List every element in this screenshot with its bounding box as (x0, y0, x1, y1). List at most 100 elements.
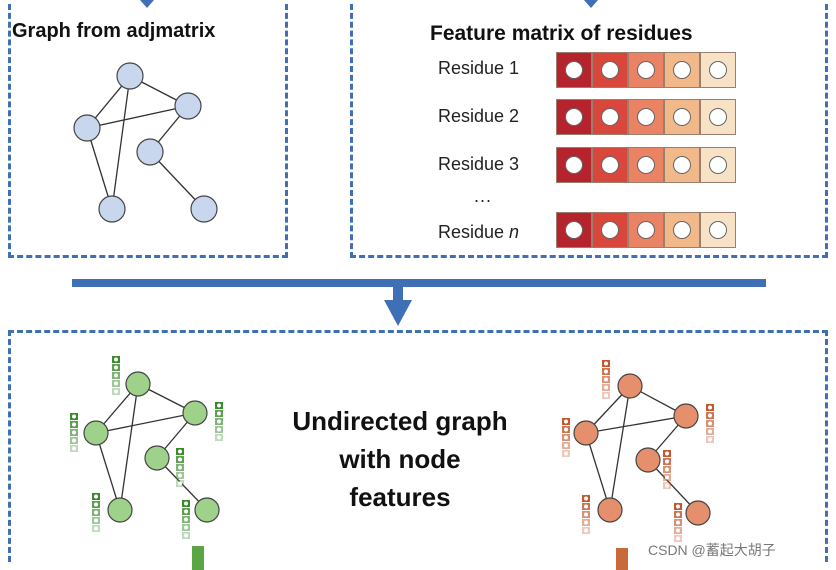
result-label-line-3: features (349, 482, 451, 512)
graph-node (635, 447, 661, 473)
feature-cell (592, 212, 628, 248)
feature-dot (565, 156, 583, 174)
feature-ladder-dot (94, 494, 98, 499)
graph-edge (111, 75, 131, 210)
feature-ladder-dot (584, 528, 588, 533)
feature-row-1 (556, 52, 736, 88)
graph-node (73, 114, 101, 142)
graph-node (573, 420, 599, 446)
feature-dot (601, 156, 619, 174)
graph-node (194, 497, 220, 523)
graph-edge (95, 412, 196, 434)
feature-dot (637, 61, 655, 79)
feature-ladder-dot (665, 467, 669, 472)
feature-ladder-dot (604, 377, 608, 382)
feature-dot (709, 61, 727, 79)
feature-ladder-dot (604, 385, 608, 390)
feature-cell (628, 99, 664, 135)
feature-ladder-dot (564, 419, 568, 424)
feature-cell (556, 52, 592, 88)
feature-cell (700, 147, 736, 183)
graph-node (174, 92, 202, 120)
feature-ladder-dot (676, 536, 680, 541)
feature-ladder-dot (114, 381, 118, 386)
graph-node (125, 371, 151, 397)
feature-ladder-dot (564, 435, 568, 440)
feature-ladder-dot (72, 422, 76, 427)
feature-dot (709, 156, 727, 174)
feature-cell (700, 212, 736, 248)
feature-ladder-dot (604, 393, 608, 398)
feature-ladder-dot (184, 517, 188, 522)
feature-ladder-dot (114, 389, 118, 394)
feature-dot (673, 221, 691, 239)
feature-dot (601, 61, 619, 79)
feature-cell (556, 212, 592, 248)
graph-title: Graph from adjmatrix (12, 20, 216, 42)
feature-cell (664, 52, 700, 88)
feature-ladder-dot (665, 475, 669, 480)
residue-label-1: Residue 1 (438, 58, 520, 78)
feature-cell (628, 147, 664, 183)
feature-ladder-dot (217, 411, 221, 416)
feature-ladder-dot (665, 451, 669, 456)
undirected-graph-panel (8, 330, 828, 562)
feature-ladder-dot (584, 504, 588, 509)
merge-arrow-head (384, 300, 412, 326)
graph-node (597, 497, 623, 523)
feature-ladder-dot (676, 512, 680, 517)
feature-ladder-dot (584, 512, 588, 517)
residue-label-3: Residue 3 (438, 154, 520, 174)
feature-cell (664, 99, 700, 135)
feature-ladder-dot (584, 520, 588, 525)
feature-ladder-dot (665, 483, 669, 488)
feature-cell (628, 52, 664, 88)
feature-ladder-dot (178, 449, 182, 454)
feature-ladder-dot (564, 443, 568, 448)
ellipsis: ... (474, 186, 493, 206)
feature-matrix-title: Feature matrix of residues (430, 22, 693, 45)
feature-ladder-dot (178, 481, 182, 486)
feature-ladder-dot (184, 525, 188, 530)
graph-node (107, 497, 133, 523)
graph-edge (585, 432, 611, 511)
graph-node (144, 445, 170, 471)
feature-cell (664, 212, 700, 248)
feature-dot (601, 108, 619, 126)
feature-ladder-dot (72, 414, 76, 419)
feature-ladder-dot (584, 496, 588, 501)
feature-cell (592, 147, 628, 183)
feature-ladder-dot (708, 437, 712, 442)
feature-dot (637, 221, 655, 239)
feature-ladder-dot (178, 473, 182, 478)
feature-ladder-dot (708, 405, 712, 410)
result-label: Undirected graph with node features (260, 402, 540, 516)
feature-ladder-dot (676, 520, 680, 525)
top-right-arrow-tip (584, 0, 598, 8)
feature-ladder-dot (217, 435, 221, 440)
feature-dot (673, 108, 691, 126)
feature-dot (565, 221, 583, 239)
feature-ladder-dot (604, 361, 608, 366)
result-label-line-1: Undirected graph (292, 406, 508, 436)
graph-node (98, 195, 126, 223)
top-left-arrow-tip (140, 0, 154, 8)
adjmatrix-graph-panel (8, 4, 288, 258)
feature-ladder-dot (708, 413, 712, 418)
graph-edge (585, 415, 687, 434)
feature-ladder-dot (72, 438, 76, 443)
graph-node (83, 420, 109, 446)
feature-row-3 (556, 147, 736, 183)
feature-cell (556, 147, 592, 183)
feature-dot (709, 108, 727, 126)
graph-edge (86, 127, 113, 210)
feature-cell (628, 212, 664, 248)
feature-ladder-dot (178, 457, 182, 462)
feature-cell (700, 99, 736, 135)
graph-edge (95, 432, 121, 511)
feature-row-2 (556, 99, 736, 135)
feature-dot (637, 108, 655, 126)
feature-ladder-dot (564, 427, 568, 432)
feature-dot (565, 108, 583, 126)
